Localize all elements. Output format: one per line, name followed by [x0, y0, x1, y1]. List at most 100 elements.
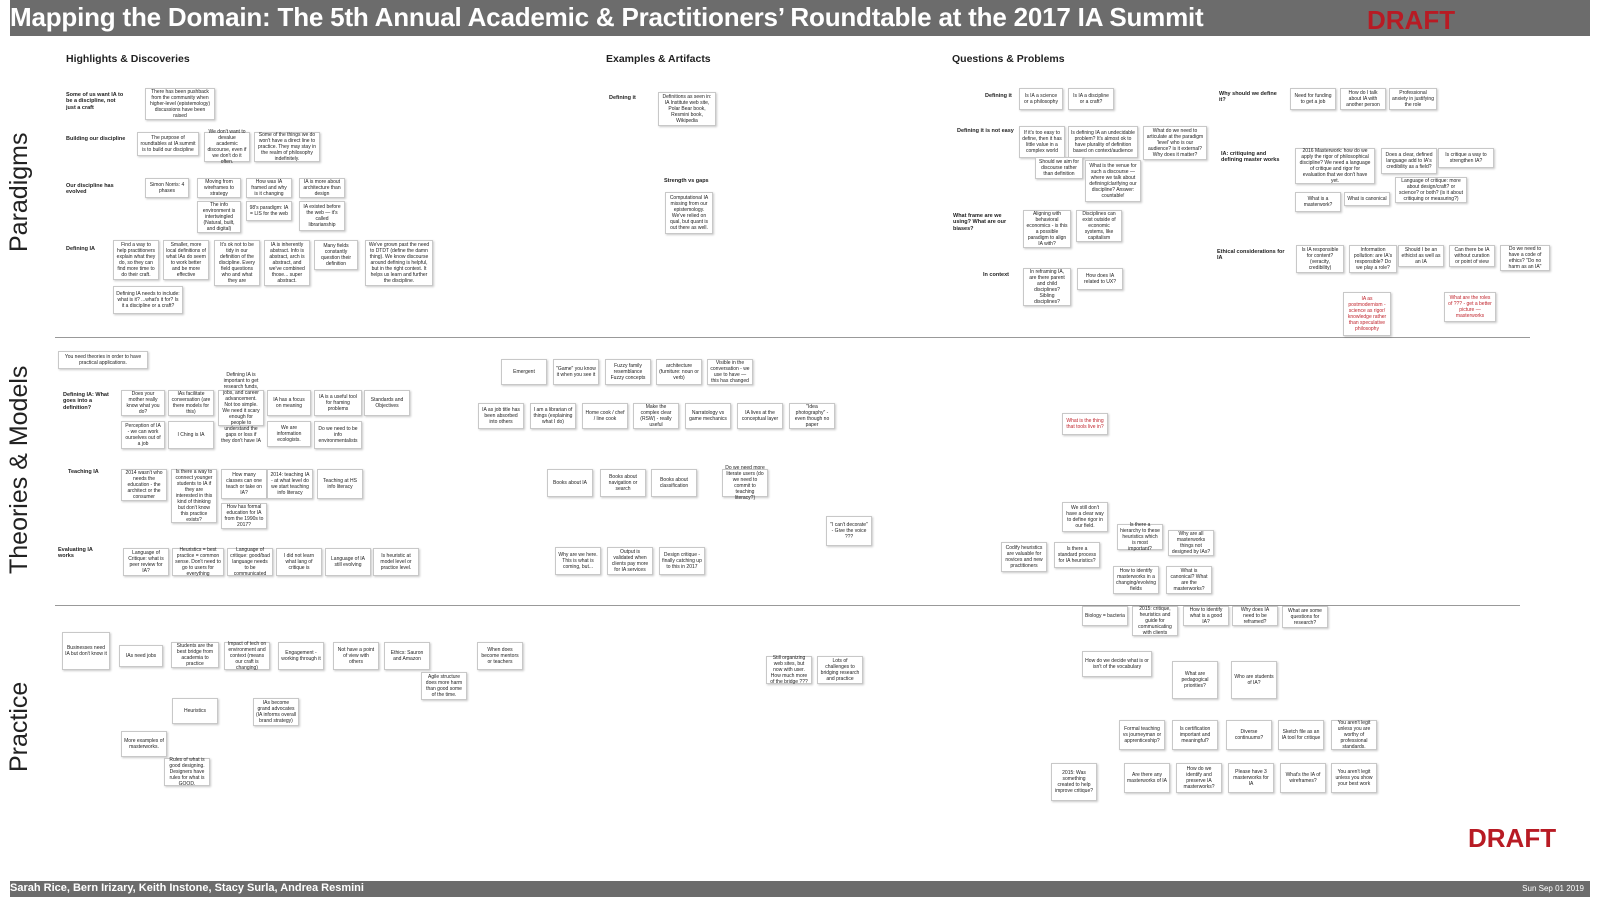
column-heading-questions: Questions & Problems [952, 53, 1065, 65]
sticky-note: IA is inherently abstract. Info is abstr… [264, 240, 310, 286]
sticky-note: You aren't legit unless you show your be… [1331, 763, 1377, 793]
sticky-note: When does become mentors or teachers [477, 642, 523, 670]
sticky-note: Books about navigation or search [600, 469, 646, 497]
section-label: Defining it [609, 95, 636, 101]
section-label: Evaluating IA works [58, 547, 93, 560]
sticky-note: "Idea photography" - even though no pape… [789, 403, 835, 429]
section-label: Defining IA [66, 246, 96, 252]
sticky-note: Smaller, more local definitions of what … [163, 240, 209, 280]
sticky-note: How has formal education for IA from the… [221, 503, 267, 529]
sticky-note: IAs need jobs [119, 645, 163, 667]
sticky-note: What is a masterwork? [1295, 192, 1341, 212]
sticky-note: How does IA related to UX? [1077, 268, 1123, 290]
sticky-note: What are the roles of ??? - get a better… [1444, 292, 1496, 322]
sticky-note: Do we need more literate users (do we ne… [722, 465, 768, 501]
sticky-note: If it's too easy to define, then it has … [1019, 126, 1065, 158]
sticky-note: Language of Critique: what is peer revie… [123, 548, 169, 576]
draft-stamp-bottom: DRAFT [1468, 823, 1557, 853]
sticky-note: Can there be IA without curation or poin… [1449, 245, 1495, 267]
section-label: Our discipline has evolved [66, 183, 114, 196]
column-heading-examples: Examples & Artifacts [606, 53, 711, 65]
sticky-note: I am a librarian of things (explaining w… [530, 403, 576, 429]
sticky-note: Is IA a science or a philosophy [1019, 88, 1063, 110]
section-label: Defining IA: What goes into a definition… [63, 392, 109, 411]
sticky-note: IA lives at the conceptual layer [737, 403, 783, 429]
sticky-note: What is canonical? What are the masterwo… [1166, 566, 1212, 594]
sticky-note: What are some questions for research? [1282, 606, 1328, 628]
title-bar: Mapping the Domain: The 5th Annual Acade… [10, 0, 1590, 36]
sticky-note: 2014 wasn't who needs the education - th… [121, 469, 167, 501]
sticky-note: We are information ecologists. [267, 421, 311, 447]
sticky-note: Is IA responsible for content? (veracity… [1296, 245, 1344, 273]
section-label: What frame are we using? What are our bi… [953, 213, 1007, 232]
sticky-note: Narratology vs game mechanics [685, 403, 731, 429]
sticky-note: What's the IA of wireframes? [1280, 763, 1326, 793]
section-label: Defining it [985, 93, 1012, 99]
sticky-note: We still don't have a clear way to defin… [1062, 502, 1108, 532]
footer-bar: Sarah Rice, Bern Irizary, Keith Instone,… [10, 881, 1590, 897]
sticky-note: What are pedagogical priorities? [1172, 661, 1218, 699]
sticky-note: How to identify what is a good IA? [1183, 606, 1229, 626]
sticky-note: Is there a hierarchy to these heuristics… [1117, 522, 1163, 552]
sticky-note: Need for funding to get a job [1290, 88, 1336, 110]
section-label: In context [983, 272, 1009, 278]
sticky-note: Diverse continuums? [1226, 720, 1272, 750]
sticky-note: Aligning with behavioral economics - is … [1023, 210, 1071, 248]
sticky-note: Please have 3 masterworks for IA [1228, 763, 1274, 793]
sticky-note: Language of critique: more about design/… [1395, 177, 1467, 203]
sticky-note: I did not learn what lang of critique is [276, 548, 322, 576]
sticky-note: What is canonical [1344, 192, 1390, 206]
row-label-practice: Practice [5, 681, 33, 772]
sticky-note: How do we identify and preserve IA maste… [1176, 763, 1222, 793]
sticky-note: More examples of masterworks. [121, 731, 167, 757]
row-label-paradigms: Paradigms [5, 132, 33, 253]
section-label: Strength vs gaps [664, 178, 709, 184]
sticky-note: What is the thing that tools live in? [1062, 413, 1108, 435]
sticky-note: The info environment is intertwingled (N… [197, 201, 241, 233]
sticky-note: Does your mother really know what you do… [121, 390, 165, 416]
section-label: Some of us want IA to be a discipline, n… [66, 92, 124, 111]
sticky-note: Heuristics [172, 698, 218, 724]
sticky-note: Lots of challenges to bridging research … [817, 656, 863, 684]
sticky-note: Is there a standard process for IA heuri… [1054, 542, 1100, 568]
sticky-note: IA as job title has been absorbed into o… [478, 403, 524, 429]
sticky-note: Is critique a way to strengthen IA? [1438, 148, 1494, 168]
sticky-note: How was IA framed and why is it changing [246, 178, 292, 198]
row-divider [55, 605, 1520, 606]
sticky-note: Computational IA missing from our episte… [665, 192, 713, 234]
sticky-note: "I can't decorate" - Give the voice ??? [826, 516, 872, 546]
sticky-note: Is IA a discipline or a craft? [1068, 88, 1114, 110]
row-label-theories-models: Theories & Models [5, 365, 33, 574]
page-title: Mapping the Domain: The 5th Annual Acade… [10, 2, 1204, 32]
sticky-note: Still organizing web sites, but now with… [766, 655, 812, 685]
sticky-note: Make the complex clear (RSW) - really us… [633, 403, 679, 429]
sticky-note: Sketch file as an IA tool for critique [1278, 720, 1324, 750]
sticky-note: Visible in the conversation - we use to … [707, 359, 753, 385]
sticky-note: 2015: critique, heuristics and guide for… [1132, 606, 1178, 636]
sticky-note: Should I be an ethicist as well as an IA [1398, 245, 1444, 267]
sticky-note: Moving from wireframes to strategy [197, 178, 241, 198]
sticky-note: We don't want to devalue academic discou… [204, 129, 250, 165]
sticky-note: The purpose of roundtables at IA summit … [137, 132, 199, 156]
section-label: Teaching IA [68, 469, 99, 475]
footer-authors: Sarah Rice, Bern Irizary, Keith Instone,… [10, 882, 364, 894]
footer-date: Sun Sep 01 2019 [1522, 884, 1584, 893]
section-label: Ethical considerations for IA [1217, 249, 1285, 262]
section-label: Building our discipline [66, 136, 126, 142]
sticky-note: Is defining IA an undecidable problem? I… [1068, 126, 1138, 158]
section-label: Why should we define it? [1219, 91, 1277, 104]
sticky-note: Find a way to help practitioners explain… [113, 240, 159, 280]
sticky-note: Simon Norris: 4 phases [145, 178, 189, 198]
sticky-note: Rules of what is good designing. Designe… [164, 757, 210, 787]
sticky-note: Design critique - finally catching up to… [659, 547, 705, 575]
sticky-note: Home cook / chef / line cook [582, 403, 628, 429]
sticky-note: Codify heuristics are valuable for novic… [1001, 542, 1047, 572]
sticky-note: In reframing IA, are there parent and ch… [1023, 268, 1071, 306]
sticky-note: IA as postmodernism - science as rigor/ … [1343, 292, 1391, 336]
sticky-note: IA is a useful tool for framing problems [314, 390, 362, 416]
row-divider [55, 337, 1530, 338]
sticky-note: Is there a way to connect younger studen… [171, 469, 217, 523]
sticky-note: architecture (furniture: noun or verb) [656, 359, 702, 385]
sticky-note: It's ok not to be tidy in our definition… [214, 240, 260, 286]
sticky-note: Who are students of IA? [1231, 661, 1277, 699]
